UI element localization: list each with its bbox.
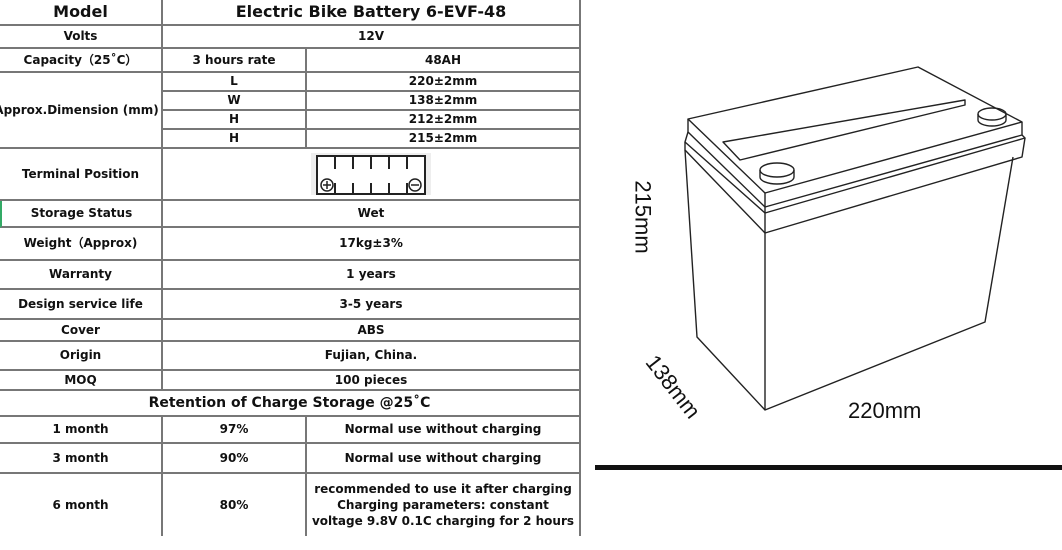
dim-value: 220±2mm bbox=[307, 73, 581, 92]
dimension-label: Approx.Dimension (mm) bbox=[0, 73, 163, 149]
dim-value: 212±2mm bbox=[307, 111, 581, 130]
dim-key: H bbox=[163, 130, 307, 149]
dim-key: H bbox=[163, 111, 307, 130]
retention-pct: 97% bbox=[163, 417, 307, 444]
retention-note: Normal use without charging bbox=[307, 417, 581, 444]
row-label: Origin bbox=[0, 342, 163, 371]
retention-pct: 90% bbox=[163, 444, 307, 474]
retention-period: 6 month bbox=[0, 474, 163, 536]
capacity-value: 48AH bbox=[307, 49, 581, 73]
row-label: Warranty bbox=[0, 261, 163, 290]
dim-value: 138±2mm bbox=[307, 92, 581, 111]
retention-note: Normal use without charging bbox=[307, 444, 581, 474]
row-value: ABS bbox=[163, 320, 581, 342]
row-label: Design service life bbox=[0, 290, 163, 320]
row-label: Storage Status bbox=[0, 201, 163, 228]
terminal-cell bbox=[163, 149, 581, 201]
retention-note: recommended to use it after charging Cha… bbox=[307, 474, 581, 536]
row-value: 3-5 years bbox=[163, 290, 581, 320]
divider-line bbox=[595, 465, 1062, 470]
terminal-position-icon bbox=[311, 153, 431, 195]
capacity-label: Capacity（25˚C） bbox=[0, 49, 163, 73]
dim-key: L bbox=[163, 73, 307, 92]
retention-pct: 80% bbox=[163, 474, 307, 536]
capacity-rate: 3 hours rate bbox=[163, 49, 307, 73]
dim-key: W bbox=[163, 92, 307, 111]
row-value: 100 pieces bbox=[163, 371, 581, 391]
row-label: MOQ bbox=[0, 371, 163, 391]
row-value: Fujian, China. bbox=[163, 342, 581, 371]
row-value: 17kg±3% bbox=[163, 228, 581, 261]
model-label: Model bbox=[0, 0, 163, 26]
length-dimension-label: 220mm bbox=[848, 398, 922, 423]
row-label: Weight（Approx) bbox=[0, 228, 163, 261]
height-dimension-label: 215mm bbox=[630, 180, 656, 254]
model-value: Electric Bike Battery 6-EVF-48 bbox=[163, 0, 581, 26]
terminal-label: Terminal Position bbox=[0, 149, 163, 201]
retention-title: Retention of Charge Storage @25˚C bbox=[0, 391, 581, 417]
retention-period: 1 month bbox=[0, 417, 163, 444]
dim-value: 215±2mm bbox=[307, 130, 581, 149]
row-label: Cover bbox=[0, 320, 163, 342]
row-value: 1 years bbox=[163, 261, 581, 290]
volts-label: Volts bbox=[0, 26, 163, 49]
retention-period: 3 month bbox=[0, 444, 163, 474]
volts-value: 12V bbox=[163, 26, 581, 49]
row-value: Wet bbox=[163, 201, 581, 228]
